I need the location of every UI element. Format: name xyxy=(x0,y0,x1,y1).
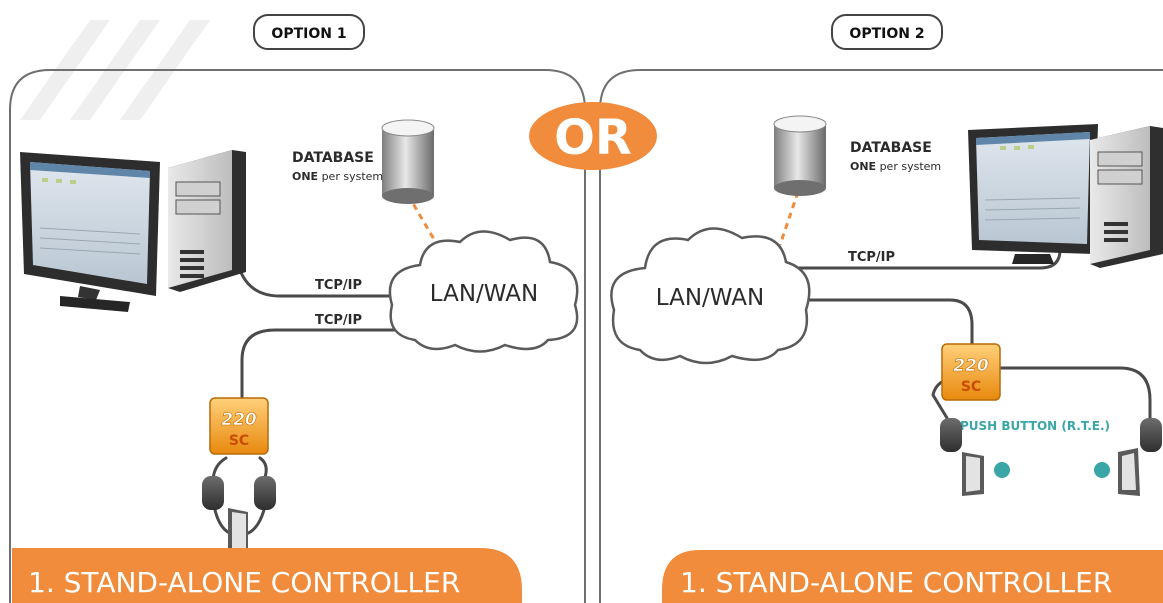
controller-model-1: 220 xyxy=(221,410,257,430)
cloud-icon xyxy=(610,227,811,365)
database-caption-rest-1: per system xyxy=(318,170,383,183)
cable-controller-to-cloud-1 xyxy=(240,328,414,400)
database-title-2: DATABASE xyxy=(850,140,932,156)
cable-tower-to-cloud-1 xyxy=(238,268,410,298)
tcp-label-1b: TCP/IP xyxy=(315,313,362,328)
database-caption-2: ONE per system xyxy=(850,160,941,173)
or-badge: OR xyxy=(529,102,657,170)
cloud-icon xyxy=(388,230,579,353)
option1-panel xyxy=(9,69,586,603)
database-cylinder-icon xyxy=(773,115,827,196)
push-button-label: PUSH BUTTON (R.T.E.) xyxy=(960,419,1110,433)
cloud-label-2: LAN/WAN xyxy=(656,285,764,311)
database-caption-rest-2: per system xyxy=(876,160,941,173)
database-caption-emph-1: ONE xyxy=(292,170,318,183)
door-icon xyxy=(962,452,984,496)
controller-suffix-1: SC xyxy=(229,433,249,449)
computer-monitor-icon xyxy=(968,124,1098,264)
option2-banner: 1. STAND-ALONE CONTROLLER xyxy=(662,550,1163,603)
database-cylinder-icon xyxy=(381,119,435,204)
option1-banner: 1. STAND-ALONE CONTROLLER xyxy=(12,548,522,603)
database-caption-emph-2: ONE xyxy=(850,160,876,173)
cable-cloud-to-controller-2 xyxy=(783,298,974,347)
pc-tower-icon xyxy=(1090,126,1163,268)
computer-monitor-icon xyxy=(20,152,160,312)
database-caption-1: ONE per system xyxy=(292,170,383,183)
database-title-1: DATABASE xyxy=(292,150,374,166)
controller-model-2: 220 xyxy=(953,356,989,376)
option2-banner-text: 1. STAND-ALONE CONTROLLER xyxy=(680,566,1112,599)
tcp-label-2: TCP/IP xyxy=(848,250,895,265)
cloud-label-1: LAN/WAN xyxy=(430,281,538,307)
controller-box-icon: 220 SC xyxy=(209,397,269,455)
option1-banner-text: 1. STAND-ALONE CONTROLLER xyxy=(28,566,460,599)
controller-suffix-2: SC xyxy=(961,379,981,395)
tcp-label-1a: TCP/IP xyxy=(315,278,362,293)
card-reader-icon xyxy=(940,418,1162,452)
option1-tab-label: OPTION 1 xyxy=(271,26,346,42)
card-reader-icon xyxy=(202,476,276,510)
door-icon xyxy=(1118,448,1140,496)
option1-tab: OPTION 1 xyxy=(253,14,365,50)
cable-cloud-to-tower-2 xyxy=(788,248,1062,270)
controller-box-icon: 220 SC xyxy=(941,343,1001,401)
pc-tower-icon xyxy=(168,150,246,292)
or-badge-text: OR xyxy=(554,110,632,166)
option2-tab: OPTION 2 xyxy=(831,14,943,50)
push-button-icon xyxy=(1094,462,1110,478)
db-link-2 xyxy=(778,191,800,246)
option2-tab-label: OPTION 2 xyxy=(849,26,924,42)
cable-reader-right-2 xyxy=(996,366,1152,422)
push-button-icon xyxy=(994,462,1010,478)
